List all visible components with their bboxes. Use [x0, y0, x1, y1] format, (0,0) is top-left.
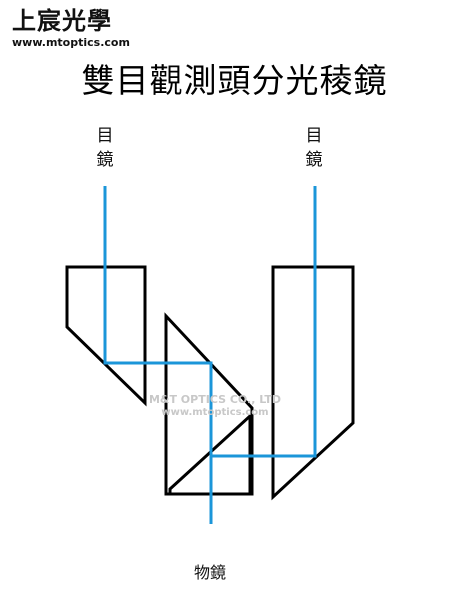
eyepiece-label-left: 目 鏡: [90, 124, 120, 172]
brand-logo: 上宸光學 www.mtoptics.com: [12, 6, 152, 49]
prism-group: [65, 265, 355, 501]
left-prism: [65, 265, 147, 407]
brand-url: www.mtoptics.com: [12, 36, 130, 49]
watermark: M&T OPTICS CO., LTD www.mtoptics.com: [140, 393, 290, 419]
center-prism-triangle: [164, 312, 254, 496]
eyepiece-label-right: 目 鏡: [299, 124, 329, 172]
beam-objective-to-right-eyepiece: [211, 186, 317, 458]
beam-objective-to-left-eyepiece: [103, 186, 213, 524]
eyepiece-label-left-char-2: 鏡: [96, 150, 114, 170]
watermark-line-1: M&T OPTICS CO., LTD: [148, 393, 282, 406]
eyepiece-label-right-char-2: 鏡: [305, 150, 323, 170]
diagram-title: 雙目觀測頭分光稜鏡: [81, 61, 388, 100]
eyepiece-label-right-char-1: 目: [305, 126, 323, 146]
watermark-line-2: www.mtoptics.com: [161, 407, 269, 418]
right-prism: [271, 265, 355, 501]
light-beam-group: [103, 186, 317, 524]
eyepiece-label-left-char-1: 目: [96, 126, 114, 146]
objective-label: 物鏡: [193, 563, 226, 582]
center-prism-wedge: [168, 412, 252, 496]
brand-name: 上宸光學: [12, 7, 112, 35]
